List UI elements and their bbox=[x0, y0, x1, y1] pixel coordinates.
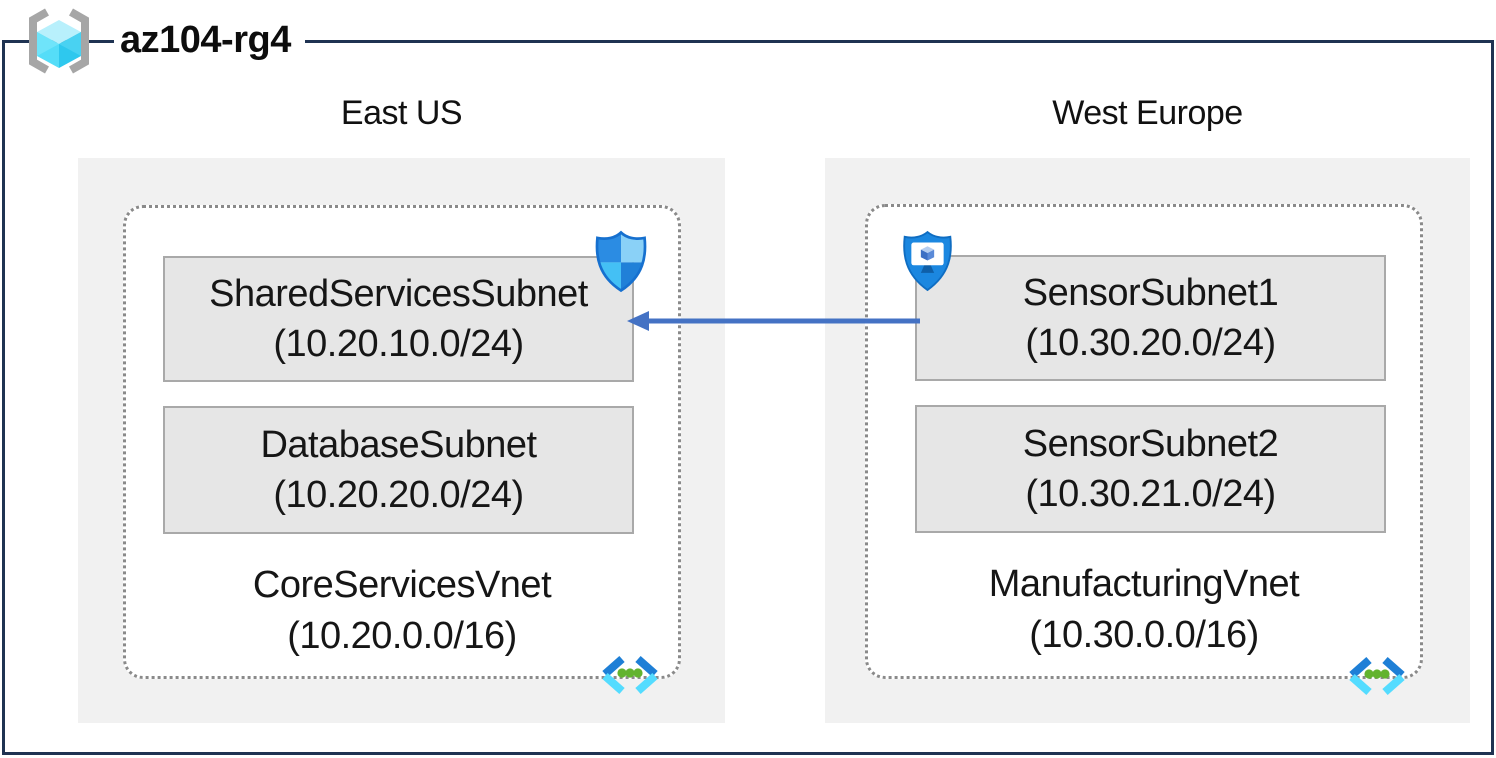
subnet-name: SharedServicesSubnet bbox=[209, 272, 588, 315]
subnet-name: SensorSubnet2 bbox=[1022, 422, 1279, 465]
region-heading-east-us: East US bbox=[340, 93, 463, 132]
region-heading-west-europe: West Europe bbox=[1052, 93, 1243, 132]
bastion-shield-icon bbox=[903, 230, 952, 292]
defender-shield-icon bbox=[595, 230, 647, 293]
vnet-cidr: (10.20.0.0/16) bbox=[287, 614, 517, 657]
subnet-cidr: (10.30.20.0/24) bbox=[1025, 322, 1276, 364]
vnet-name: CoreServicesVnet bbox=[252, 564, 552, 606]
region-box-east-us: SharedServicesSubnet (10.20.10.0/24) Dat… bbox=[78, 158, 725, 723]
vnet-cidr: (10.30.0.0/16) bbox=[1029, 613, 1259, 656]
virtual-network-icon bbox=[602, 656, 658, 694]
resource-group-icon bbox=[29, 8, 89, 74]
vnet-label-coreservices: CoreServicesVnet (10.20.0.0/16) bbox=[126, 560, 678, 662]
subnet-cidr: (10.30.21.0/24) bbox=[1025, 473, 1276, 515]
subnet-sharedservices: SharedServicesSubnet (10.20.10.0/24) bbox=[163, 256, 634, 382]
peering-arrow bbox=[627, 311, 920, 331]
vnet-label-manufacturing: ManufacturingVnet (10.30.0.0/16) bbox=[868, 559, 1420, 661]
subnet-name: DatabaseSubnet bbox=[260, 423, 537, 466]
virtual-network-icon bbox=[1349, 657, 1405, 695]
vnet-name: ManufacturingVnet bbox=[988, 563, 1300, 605]
resource-group-title: az104-rg4 bbox=[114, 18, 305, 62]
resource-group-frame bbox=[2, 40, 1494, 755]
subnet-cidr: (10.20.20.0/24) bbox=[273, 474, 524, 516]
subnet-sensor1: SensorSubnet1 (10.30.20.0/24) bbox=[915, 255, 1386, 381]
vnet-coreservices: SharedServicesSubnet (10.20.10.0/24) Dat… bbox=[123, 205, 681, 694]
vnet-manufacturing: SensorSubnet1 (10.30.20.0/24) SensorSubn… bbox=[865, 204, 1423, 695]
subnet-cidr: (10.20.10.0/24) bbox=[273, 323, 524, 365]
subnet-name: SensorSubnet1 bbox=[1022, 271, 1279, 314]
region-box-west-europe: SensorSubnet1 (10.30.20.0/24) SensorSubn… bbox=[825, 158, 1470, 723]
subnet-sensor2: SensorSubnet2 (10.30.21.0/24) bbox=[915, 405, 1386, 533]
subnet-database: DatabaseSubnet (10.20.20.0/24) bbox=[163, 406, 634, 534]
